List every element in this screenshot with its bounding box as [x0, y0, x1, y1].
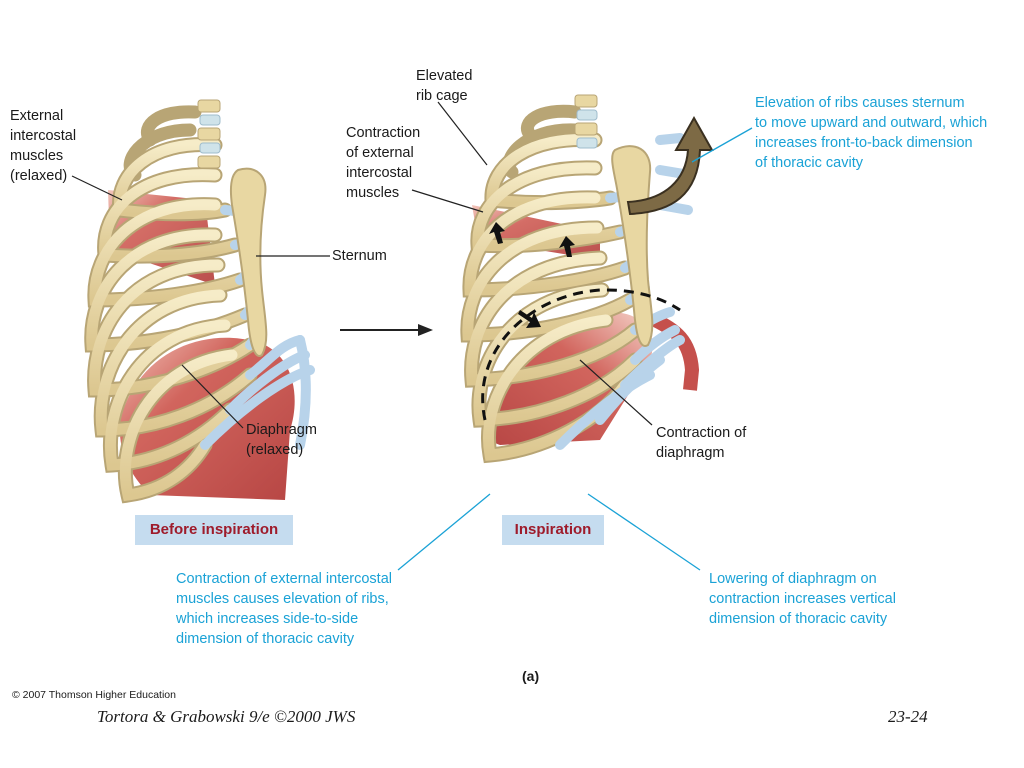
- right-sternum: [611, 145, 654, 347]
- elevated-rib-cage-label: Elevated rib cage: [416, 68, 473, 104]
- external-intercostal-label: External intercostal muscles (relaxed): [10, 108, 77, 184]
- diaphragm-lowering-note: Lowering of diaphragm on contraction inc…: [709, 571, 896, 627]
- callout-leader-lines: [397, 127, 753, 571]
- diaphragm-relaxed-label: Diaphragm (relaxed): [246, 422, 317, 458]
- left-rib-cage: [84, 99, 315, 504]
- diaphragm-dashed-arc: [481, 288, 681, 421]
- right-spine: [574, 94, 598, 149]
- panel-label: (a): [522, 668, 540, 684]
- before-inspiration-tag: Before inspiration: [135, 515, 293, 545]
- inspiration-tag: Inspiration: [502, 515, 604, 545]
- contraction-external-label: Contraction of external intercostal musc…: [346, 125, 421, 201]
- left-spine: [197, 99, 221, 169]
- transition-arrow: [340, 324, 433, 336]
- intercostal-contraction-note: Contraction of external intercostal musc…: [176, 571, 392, 647]
- intercostal-arrows: [489, 222, 575, 328]
- label-leader-lines: [71, 101, 653, 429]
- right-rib-cage: [460, 94, 714, 464]
- left-sternum: [229, 167, 268, 357]
- contraction-diaphragm-label: Contraction of diaphragm: [656, 425, 747, 461]
- copyright-text: © 2007 Thomson Higher Education: [12, 689, 176, 701]
- slide-number: 23-24: [888, 707, 928, 726]
- citation-text: Tortora & Grabowski 9/e ©2000 JWS: [97, 707, 356, 726]
- sternum-label: Sternum: [332, 248, 387, 264]
- sternum-elevation-note: Elevation of ribs causes sternum to move…: [755, 95, 988, 171]
